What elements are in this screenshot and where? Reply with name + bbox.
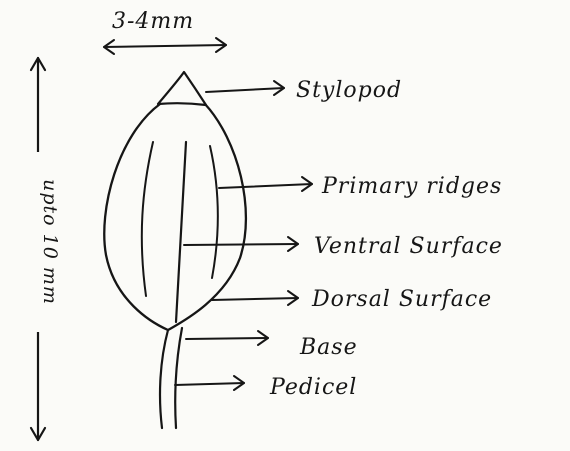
label-pedicel: Pedicel [269, 375, 357, 400]
stylopod-shape [158, 72, 206, 105]
length-label: upto 10 mm [39, 179, 61, 305]
label-stylopod: Stylopod [296, 78, 402, 103]
width-dimension-arrow [104, 38, 226, 54]
label-dorsal-surface: Dorsal Surface [311, 287, 492, 312]
primary-ridge-center [176, 142, 186, 322]
primary-ridge-left [142, 142, 153, 296]
pedicel-left-edge [160, 330, 168, 428]
pedicel-right-edge [175, 328, 182, 428]
label-primary-ridges: Primary ridges [321, 174, 502, 199]
width-label: 3-4mm [112, 9, 194, 34]
label-arrows [175, 81, 312, 390]
label-ventral-surface: Ventral Surface [314, 234, 503, 259]
label-base: Base [299, 335, 358, 360]
fruit-outline [104, 104, 246, 330]
primary-ridge-right [210, 146, 218, 278]
